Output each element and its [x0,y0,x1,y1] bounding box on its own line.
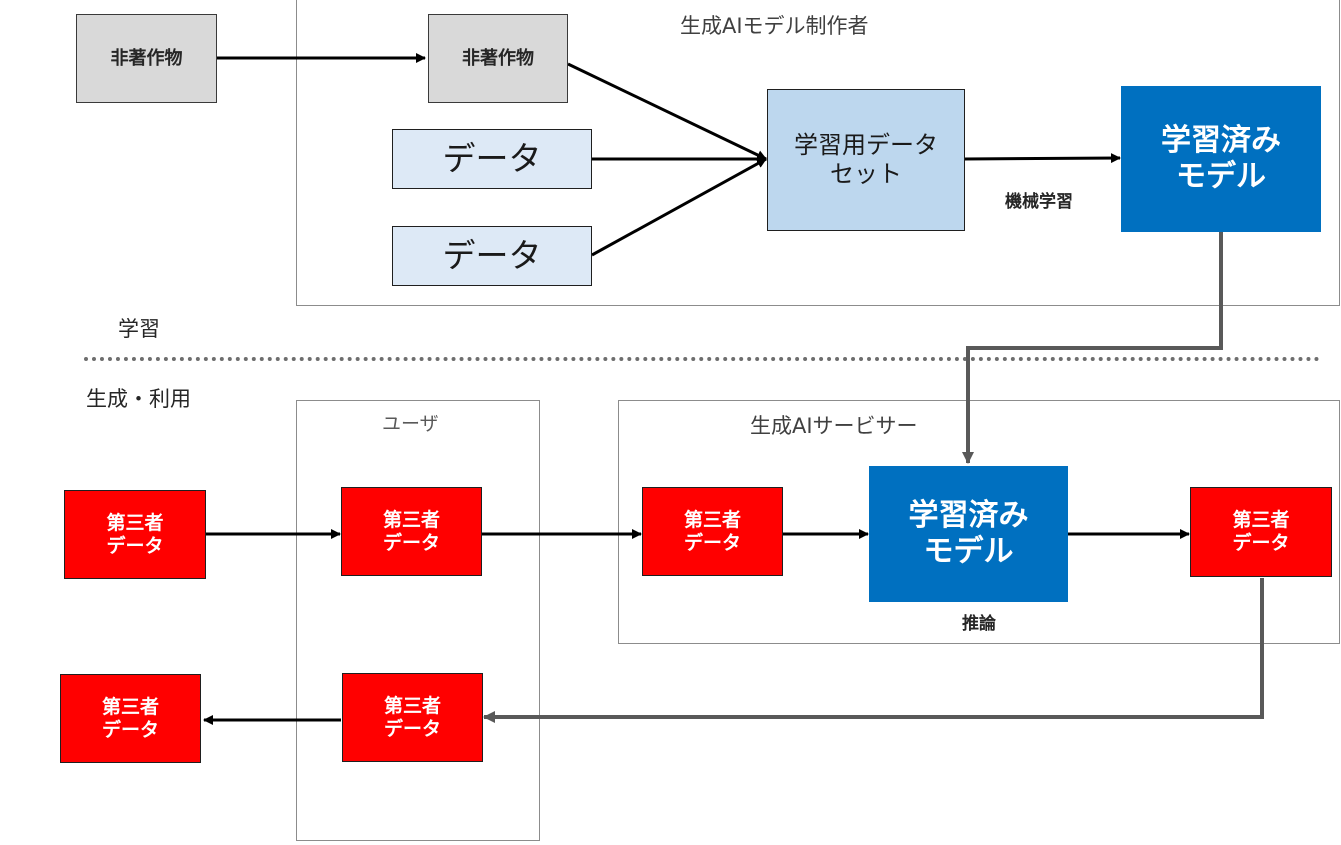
arrow-non-copyrighted-to-dataset [567,62,767,161]
arrow-output-return-to-user [483,578,1264,723]
inference-label: 推論 [962,614,996,634]
learning-section-label: 学習 [118,317,160,341]
arrow-trained-model-delivery [962,232,1223,464]
arrow-data2-to-dataset [591,157,767,257]
third-party-source-box: 第三者 データ [64,490,206,579]
trained-model-box-service: 学習済み モデル [869,466,1068,602]
third-party-user-output-box: 第三者 データ [342,673,483,762]
model-creator-frame [296,0,1340,306]
delivery-arrows [483,232,1264,723]
training-dataset-box: 学習用データ セット [767,89,965,231]
service-provider-title: 生成AIサービサー [750,414,918,438]
arrow-dataset-to-model [963,153,1121,164]
service-provider-frame [618,400,1340,644]
non-copyrighted-source-box: 非著作物 [76,14,217,103]
flow-arrows [203,529,1190,725]
data-box-2: データ [392,226,592,286]
model-creator-title: 生成AIモデル制作者 [680,14,869,38]
section-divider [84,357,1320,361]
learning-arrows [217,53,1121,257]
third-party-final-box: 第三者 データ [60,674,201,763]
user-frame [296,400,540,841]
non-copyrighted-input-box: 非著作物 [428,14,568,103]
third-party-user-input-box: 第三者 データ [341,487,482,576]
trained-model-box-top: 学習済み モデル [1121,86,1321,232]
generation-use-section-label: 生成・利用 [86,387,191,411]
third-party-service-input-box: 第三者 データ [642,487,783,576]
third-party-service-output-box: 第三者 データ [1190,487,1332,577]
data-box-1: データ [392,129,592,189]
machine-learning-label: 機械学習 [1005,192,1073,212]
user-title: ユーザ [382,413,439,435]
